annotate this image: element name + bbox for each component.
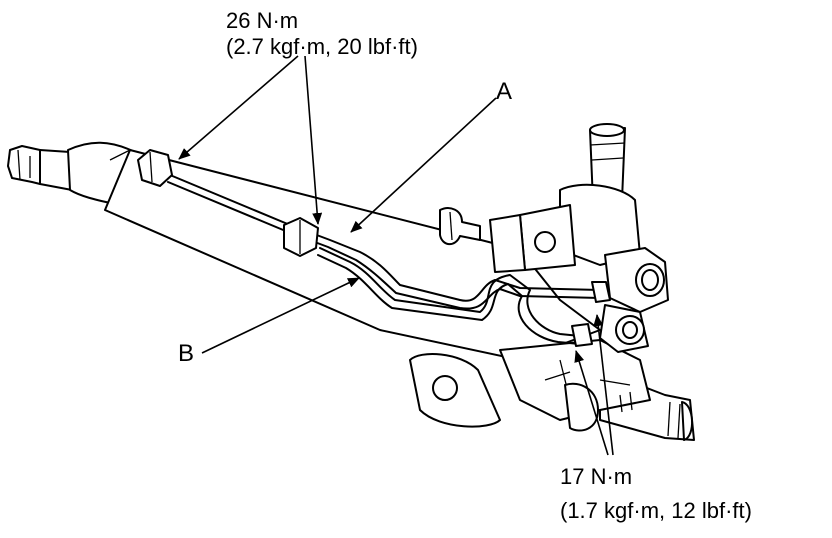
callout-b: B bbox=[178, 340, 195, 367]
callout-a: A bbox=[496, 78, 513, 105]
rack-left-end bbox=[7, 145, 41, 185]
left-flare-nut bbox=[137, 149, 173, 187]
arrow-top-to-left-nut bbox=[178, 55, 299, 160]
arrow-b bbox=[201, 277, 360, 354]
torque-top-conversion: (2.7 kgf·m, 20 lbf·ft) bbox=[226, 34, 418, 59]
torque-top-value: 26 N·m bbox=[226, 8, 299, 33]
rack-left-boot bbox=[39, 149, 73, 191]
arrow-top-to-mid-nut bbox=[304, 55, 323, 225]
leader-lines bbox=[178, 55, 614, 456]
torque-bottom-value: 17 N·m bbox=[560, 464, 633, 489]
mid-flare-nut bbox=[283, 217, 319, 257]
fluid-lines bbox=[137, 149, 611, 347]
mount-hole bbox=[432, 375, 458, 401]
torque-bottom-conversion: (1.7 kgf·m, 12 lbf·ft) bbox=[560, 498, 752, 523]
arrow-bottom-to-lower-port bbox=[574, 350, 609, 456]
lower-port-flare-nut bbox=[571, 323, 593, 347]
arrow-bottom-to-upper-port bbox=[593, 314, 614, 456]
line-a-outer bbox=[169, 174, 601, 302]
upper-port-flare-nut bbox=[591, 281, 611, 303]
arrow-a bbox=[350, 97, 497, 233]
valve-housing bbox=[439, 123, 669, 353]
